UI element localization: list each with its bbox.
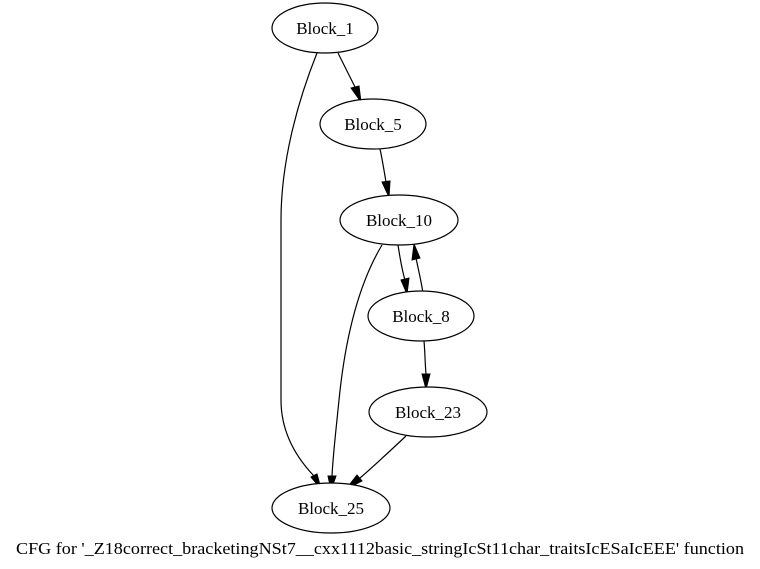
edge-block-10-to-block-25 — [327, 244, 383, 492]
edge-block-1-to-block-25 — [280, 52, 322, 490]
node-block-23-label: Block_23 — [395, 403, 461, 422]
edge-block-23-to-block-25 — [345, 435, 407, 490]
edge-block-8-to-block-23 — [421, 340, 431, 391]
node-block-8-shape — [367, 290, 475, 342]
node-block-10[interactable]: Block_10 — [339, 194, 459, 246]
node-block-25[interactable]: Block_25 — [271, 482, 391, 534]
edge-block-10-to-block-8 — [397, 244, 410, 296]
node-block-1[interactable]: Block_1 — [271, 2, 379, 54]
graph-caption: CFG for '_Z18correct_bracketingNSt7__cxx… — [16, 539, 744, 558]
node-block-25-label: Block_25 — [298, 499, 364, 518]
node-block-5[interactable]: Block_5 — [319, 98, 427, 150]
edge-block-5-to-block-10 — [379, 148, 391, 198]
edge-block-8-to-block-10 — [411, 242, 424, 294]
node-block-5-shape — [319, 98, 427, 150]
node-block-1-label: Block_1 — [296, 19, 354, 38]
node-block-8-label: Block_8 — [392, 307, 450, 326]
node-block-25-shape — [271, 482, 391, 534]
node-block-5-label: Block_5 — [344, 115, 402, 134]
node-block-10-label: Block_10 — [366, 211, 432, 230]
edge-block-1-to-block-5 — [337, 52, 362, 103]
node-block-23[interactable]: Block_23 — [368, 386, 488, 438]
node-block-8[interactable]: Block_8 — [367, 290, 475, 342]
node-block-23-shape — [368, 386, 488, 438]
node-block-10-shape — [339, 194, 459, 246]
nodes: Block_1 Block_5 Block_10 Block_8 Block_2… — [271, 2, 488, 534]
node-block-1-shape — [271, 2, 379, 54]
